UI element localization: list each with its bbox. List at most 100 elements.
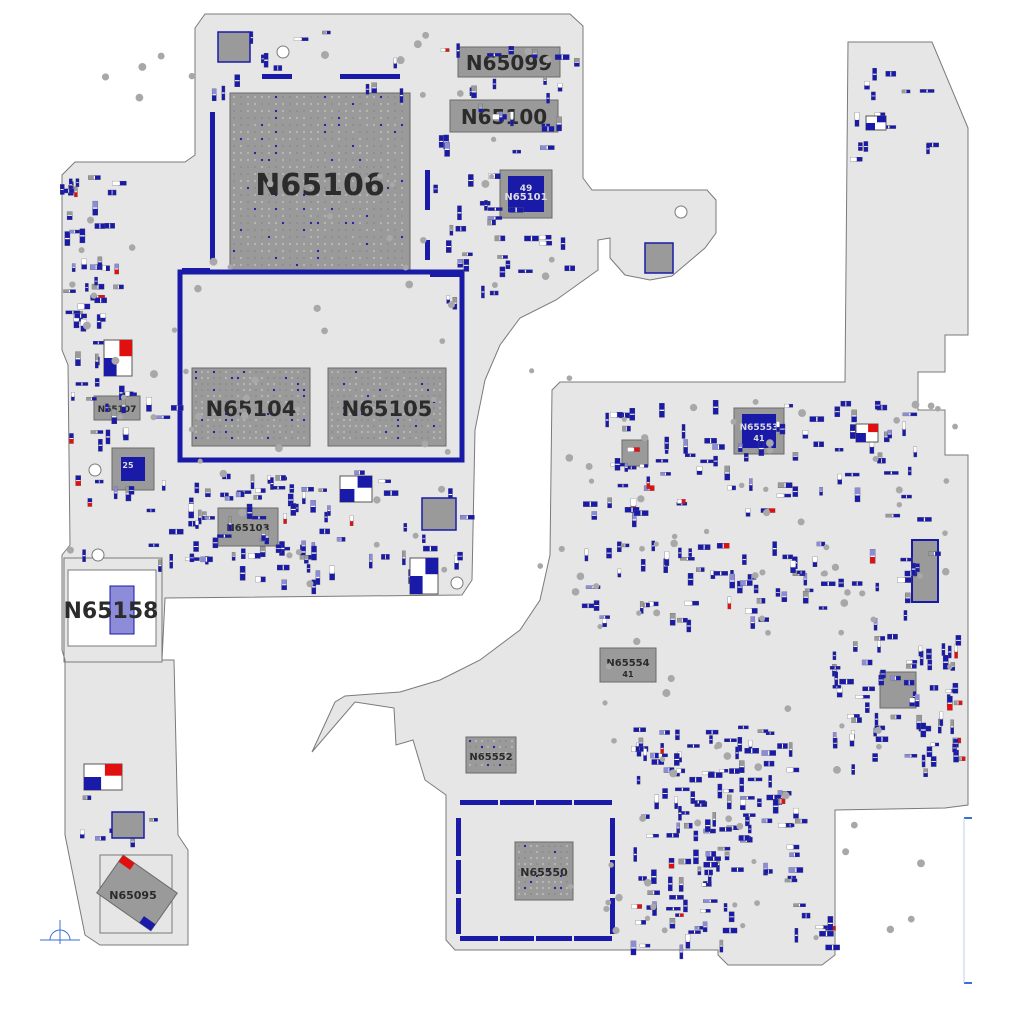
bga-ball <box>432 430 436 434</box>
component <box>489 290 499 296</box>
component-pad <box>617 484 623 488</box>
component <box>499 111 503 123</box>
via <box>725 815 733 823</box>
bga-ball <box>316 165 320 169</box>
component <box>874 636 886 641</box>
bga-ball <box>486 763 490 767</box>
bga-ball <box>284 412 288 416</box>
component-pad <box>558 87 563 92</box>
bga-ball <box>230 424 234 428</box>
bga-ball <box>486 745 490 749</box>
component-pad <box>885 514 893 518</box>
component-pad <box>928 551 935 556</box>
bga-ball <box>288 179 292 183</box>
component-pad <box>90 430 97 434</box>
bga-ball <box>267 221 271 225</box>
bga-ball <box>379 165 383 169</box>
component-pad <box>727 485 732 490</box>
component-pad <box>650 753 655 759</box>
bga-ball <box>386 256 390 260</box>
bga-ball <box>386 123 390 127</box>
component-pad <box>643 755 647 761</box>
component <box>662 788 668 799</box>
component-pad <box>494 291 499 296</box>
component-pad <box>193 546 199 552</box>
component-pad <box>310 506 316 513</box>
component <box>654 794 659 810</box>
component-pad <box>82 795 87 800</box>
bga-ball <box>372 214 376 218</box>
bga-ball <box>278 418 282 422</box>
component-pad <box>92 284 98 290</box>
component-pad <box>169 554 173 561</box>
bga-ball <box>438 424 442 428</box>
bga-ball <box>200 376 204 380</box>
component <box>688 930 701 934</box>
component <box>703 899 718 903</box>
chip-n65105[interactable] <box>327 367 447 447</box>
component-pad <box>950 719 954 727</box>
chip-n65095[interactable] <box>96 854 178 932</box>
chip-n65100[interactable] <box>449 99 559 133</box>
component-pad <box>706 883 710 887</box>
bga-ball <box>323 109 327 113</box>
component-pad <box>685 934 690 941</box>
component-pad <box>953 739 959 743</box>
bga-ball <box>379 116 383 120</box>
bga-ball <box>232 116 236 120</box>
bga-ball <box>354 382 358 386</box>
bga-ball <box>253 200 257 204</box>
bga-ball <box>351 109 355 113</box>
component-pad <box>693 849 699 857</box>
bga-ball <box>365 144 369 148</box>
chip-n65107[interactable] <box>93 395 141 421</box>
bga-ball <box>212 394 216 398</box>
bga-ball <box>316 102 320 106</box>
bga-ball <box>396 412 400 416</box>
component-pad <box>952 683 958 688</box>
via <box>138 63 147 71</box>
component-pad <box>729 917 735 922</box>
component-pad <box>832 685 837 689</box>
component-pad <box>171 405 177 411</box>
component-pad <box>82 382 88 386</box>
chip-n65104[interactable] <box>191 367 311 447</box>
component <box>113 284 124 290</box>
bga-ball <box>278 370 282 374</box>
component-pad <box>925 726 931 732</box>
component <box>727 596 732 610</box>
component-pad <box>118 284 124 289</box>
component-pad <box>677 895 684 900</box>
bga-ball <box>408 406 412 410</box>
component-pad <box>748 829 752 834</box>
component <box>481 285 485 299</box>
chip-n65106[interactable] <box>229 92 411 274</box>
component-pad <box>79 236 85 243</box>
component-pad <box>646 834 653 838</box>
component-pad <box>248 553 254 559</box>
via <box>537 563 544 569</box>
bga-ball <box>386 193 390 197</box>
bga-ball <box>284 376 288 380</box>
chip-n65552[interactable] <box>465 736 517 774</box>
bga-ball <box>281 207 285 211</box>
bga-ball <box>260 193 264 197</box>
component-pad <box>195 524 199 529</box>
component <box>907 466 912 476</box>
bga-ball <box>510 745 514 749</box>
component-pad <box>734 768 740 774</box>
component-pad <box>228 516 232 524</box>
bga-ball <box>200 388 204 392</box>
chip-small-grey[interactable] <box>621 439 649 467</box>
component-pad <box>468 181 474 187</box>
component <box>954 643 958 659</box>
bga-ball <box>230 382 234 386</box>
component <box>617 483 629 488</box>
bga-ball <box>337 95 341 99</box>
component <box>788 742 793 757</box>
bga-ball <box>330 200 334 204</box>
bga-ball <box>344 158 348 162</box>
component-pad <box>74 186 78 192</box>
bga-ball <box>426 394 430 398</box>
component-pad <box>471 92 477 98</box>
